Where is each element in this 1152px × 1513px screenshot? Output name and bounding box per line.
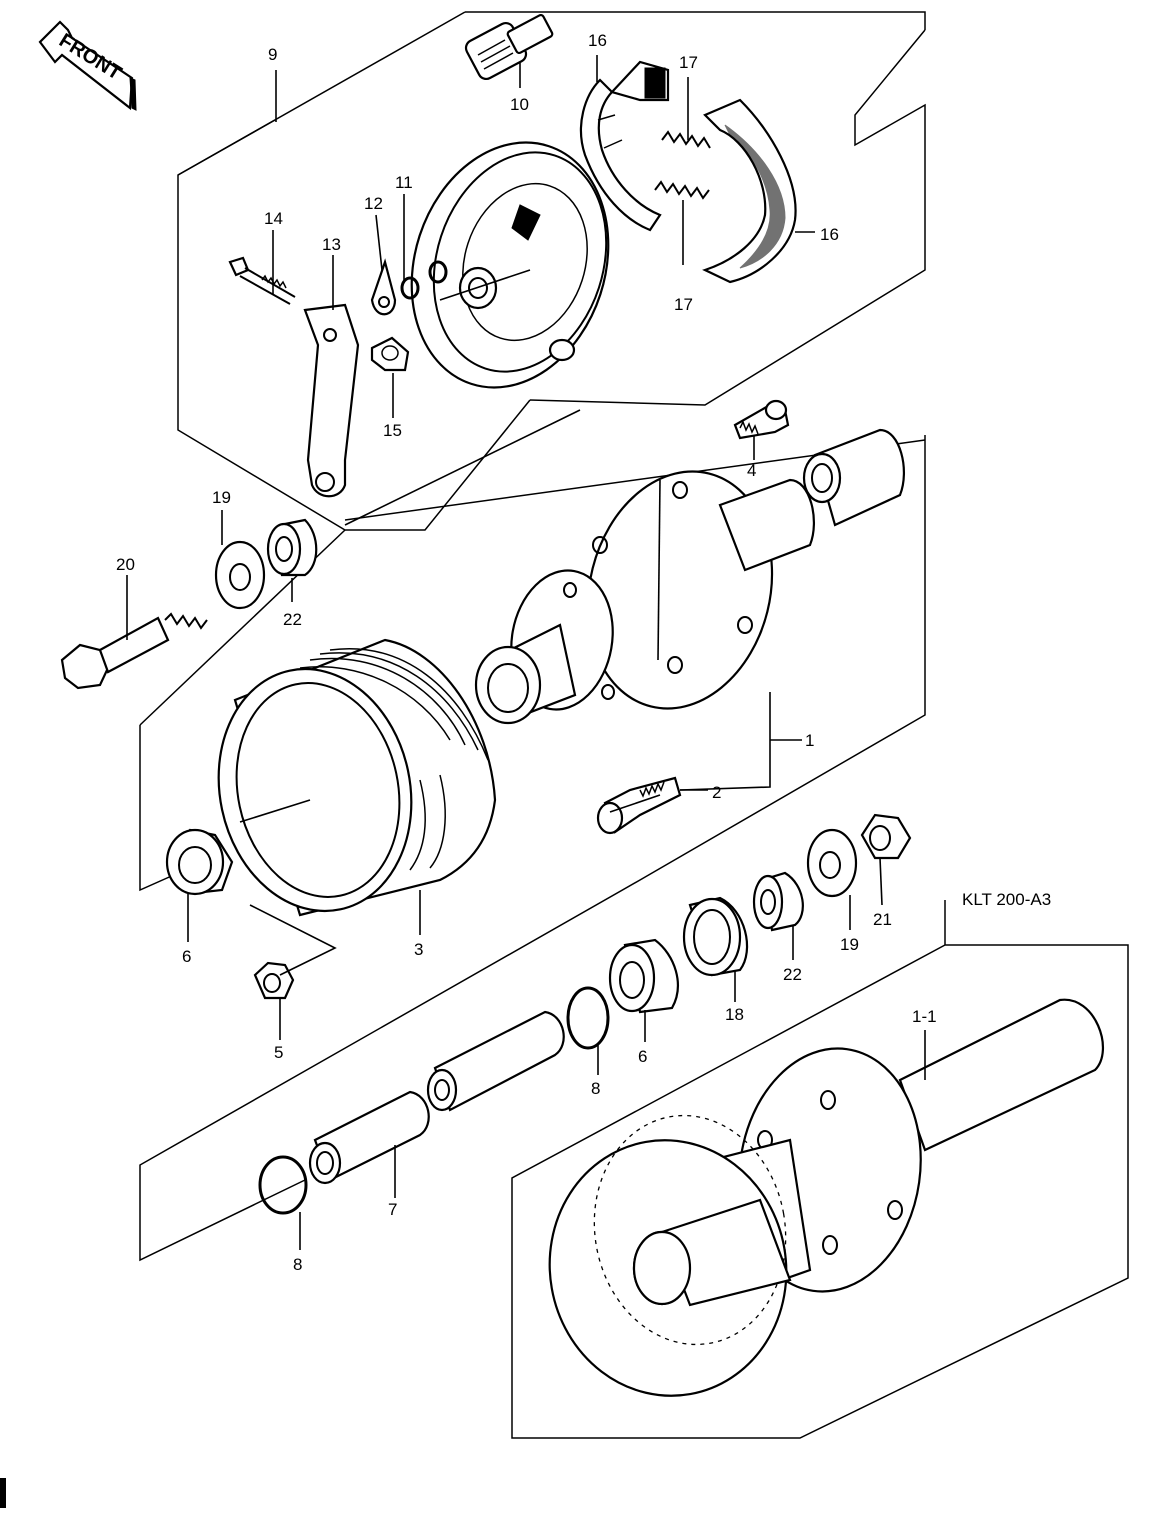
bolt-14 <box>228 256 296 305</box>
return-spring-upper <box>661 130 711 149</box>
edge-mark <box>0 1478 6 1508</box>
stud-bolt-4 <box>733 399 790 440</box>
spacer-tube <box>426 1010 565 1112</box>
callout-5: 5 <box>274 1043 283 1062</box>
variant-group-outline <box>511 900 1129 1439</box>
axle-sleeve <box>802 428 905 527</box>
callout-10: 10 <box>510 95 529 114</box>
callout-22-lower: 22 <box>783 965 802 984</box>
wear-indicator-12 <box>370 258 397 316</box>
stud-bolt-2 <box>596 776 682 835</box>
brake-panel-group-outline <box>177 11 926 531</box>
washer-19-upper <box>214 540 266 610</box>
callout-19-lower: 19 <box>840 935 859 954</box>
callout-20: 20 <box>116 555 135 574</box>
callout-22-upper: 22 <box>283 610 302 629</box>
bearing-6-right <box>608 938 679 1014</box>
variant-label: KLT 200-A3 <box>962 890 1051 909</box>
callout-19-upper: 19 <box>212 488 231 507</box>
callout-6-left: 6 <box>182 947 191 966</box>
callout-12: 12 <box>364 194 383 213</box>
cam-shaft <box>464 13 554 81</box>
nut-15 <box>370 336 410 372</box>
callout-6-right: 6 <box>638 1047 647 1066</box>
callout-21: 21 <box>873 910 892 929</box>
callout-3: 3 <box>414 940 423 959</box>
brake-panel <box>410 141 610 389</box>
callout-11: 11 <box>395 173 413 192</box>
nut-5 <box>253 961 295 1000</box>
leader-lines <box>126 55 926 1250</box>
callout-17-bottom: 17 <box>674 295 693 314</box>
circlip-8-lower <box>258 1155 308 1215</box>
brake-lever-13 <box>303 303 360 498</box>
callout-18: 18 <box>725 1005 744 1024</box>
callout-8-lower: 8 <box>293 1255 302 1274</box>
callout-1-1: 1-1 <box>912 1007 937 1026</box>
callout-8-upper: 8 <box>591 1079 600 1098</box>
callout-labels: 9 10 16 17 16 17 11 12 13 14 15 4 19 20 … <box>116 31 1051 1274</box>
callout-15: 15 <box>383 421 402 440</box>
callout-16-right: 16 <box>820 225 839 244</box>
callout-2: 2 <box>712 783 721 802</box>
callout-13: 13 <box>322 235 341 254</box>
callout-16-top: 16 <box>588 31 607 50</box>
circlip-8-upper <box>566 986 610 1050</box>
o-ring-11 <box>400 260 448 300</box>
callout-9: 9 <box>268 45 277 64</box>
bearing-6-left <box>165 828 234 896</box>
axle-bolt-20 <box>60 612 208 690</box>
wheel-drum-3 <box>217 638 497 917</box>
callout-1: 1 <box>805 731 814 750</box>
axle-hub-1-1 <box>548 998 1104 1397</box>
callout-14: 14 <box>264 209 283 228</box>
spacer-7 <box>308 1090 430 1185</box>
brake-shoe-left <box>579 60 670 232</box>
callout-7: 7 <box>388 1200 397 1219</box>
callout-4: 4 <box>747 461 756 480</box>
callout-17-top: 17 <box>679 53 698 72</box>
front-arrow-icon: FRONT <box>38 20 137 111</box>
nut-21 <box>860 813 912 860</box>
return-spring-lower <box>654 180 710 200</box>
seal-18 <box>682 896 749 977</box>
washer-19-lower <box>806 828 858 898</box>
axle-hub-1 <box>474 470 815 725</box>
collar-22-upper <box>266 518 318 577</box>
brake-shoe-right <box>702 98 797 284</box>
collar-22-lower <box>752 871 804 932</box>
